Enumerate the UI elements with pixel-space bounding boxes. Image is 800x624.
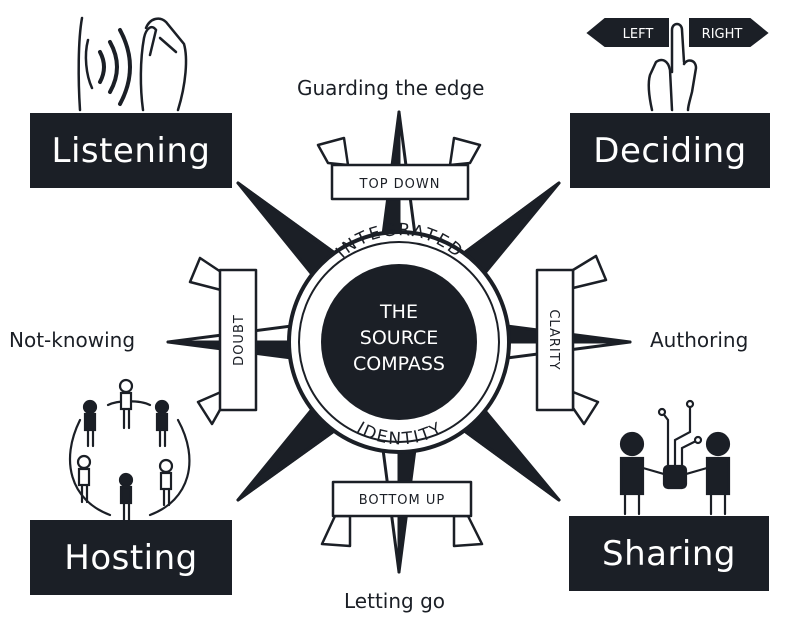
compass-center-disc xyxy=(321,264,477,420)
left-banner xyxy=(188,256,258,426)
bottom-banner xyxy=(320,480,484,548)
signpost-icon xyxy=(586,18,769,47)
sharing-label: Sharing xyxy=(601,533,737,574)
deciding-label: Deciding xyxy=(593,130,747,171)
deciding-box: Deciding xyxy=(570,113,770,188)
people-circle-icon xyxy=(68,378,191,522)
signpost-right-label: RIGHT xyxy=(702,27,743,42)
center-title-line1: THE xyxy=(379,301,418,323)
north-label: Guarding the edge xyxy=(297,76,485,100)
hosting-label: Hosting xyxy=(64,537,198,578)
listening-label: Listening xyxy=(51,130,211,171)
hosting-box: Hosting xyxy=(30,520,232,595)
center-title-line2: SOURCE xyxy=(360,327,438,349)
pointing-hand-icon xyxy=(647,22,698,112)
right-banner-label: CLARITY xyxy=(546,309,561,370)
sharing-box: Sharing xyxy=(569,516,769,591)
top-banner-label: TOP DOWN xyxy=(359,177,441,192)
left-banner-label: DOUBT xyxy=(232,314,247,366)
right-banner xyxy=(535,254,608,426)
ear-hand-icon xyxy=(77,16,188,112)
sharing-people-icon xyxy=(619,399,731,516)
center-title-line3: COMPASS xyxy=(353,353,445,375)
top-banner xyxy=(316,136,482,201)
compass-inner-ring xyxy=(298,241,500,443)
listening-box: Listening xyxy=(30,113,232,188)
west-label: Not-knowing xyxy=(9,328,136,352)
south-label: Letting go xyxy=(344,589,445,613)
signpost-left-label: LEFT xyxy=(623,27,654,42)
bottom-banner-label: BOTTOM UP xyxy=(359,493,446,508)
east-label: Authoring xyxy=(650,328,749,352)
